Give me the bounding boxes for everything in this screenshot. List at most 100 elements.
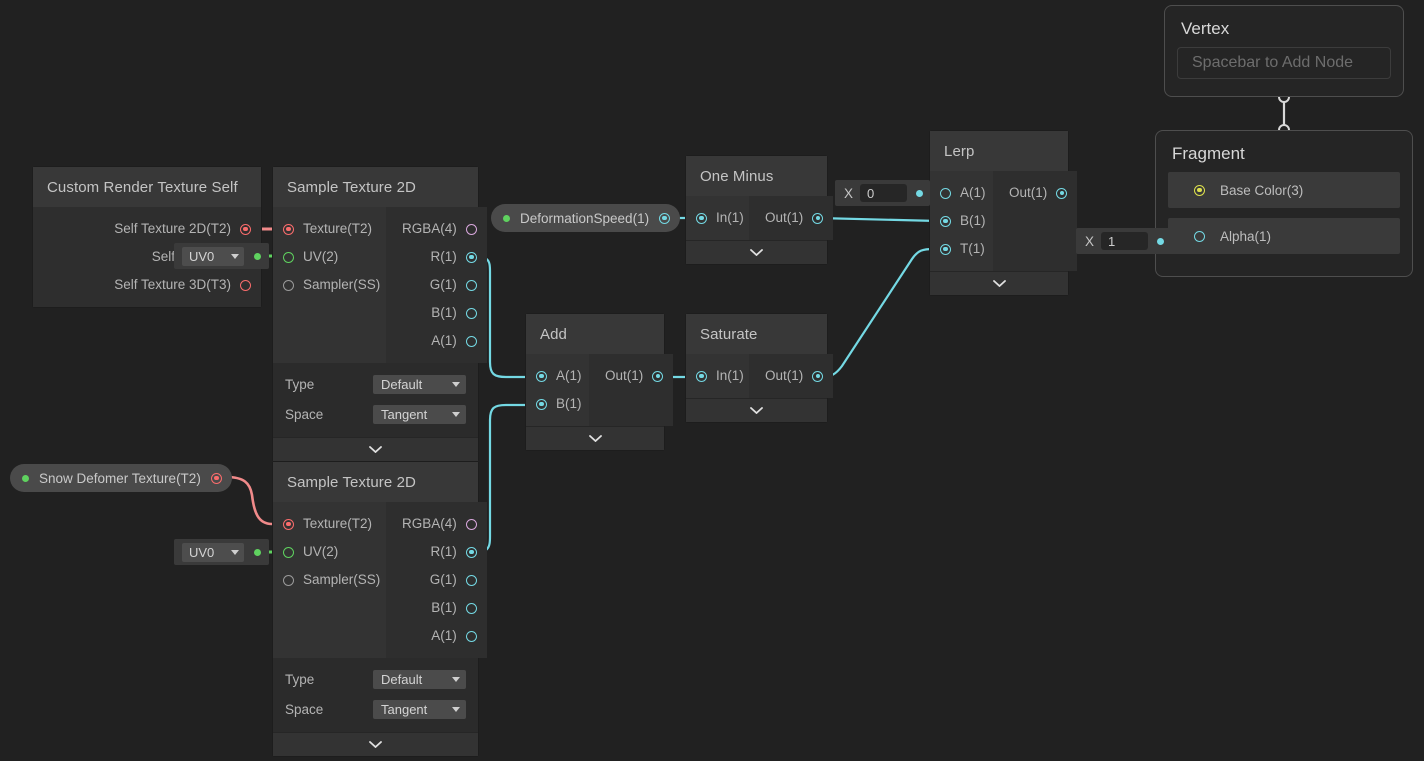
port-texture-in[interactable] — [283, 518, 294, 530]
port-a-out[interactable] — [465, 335, 477, 347]
port-g-out[interactable] — [465, 279, 477, 291]
output-b[interactable]: B(1) — [415, 299, 487, 327]
port-a-in[interactable] — [940, 187, 951, 199]
port-in[interactable] — [696, 212, 707, 224]
output-g[interactable]: G(1) — [414, 271, 487, 299]
port-texture-out[interactable] — [240, 223, 251, 235]
master-stack-fragment[interactable]: Fragment Base Color(3) Alpha(1) — [1155, 130, 1413, 277]
input-texture[interactable]: Texture(T2) — [273, 510, 386, 538]
uv-dropdown[interactable]: UV0 — [182, 246, 244, 266]
output-out[interactable]: Out(1) — [749, 204, 833, 232]
float-out-dot[interactable] — [1157, 237, 1165, 245]
output-out[interactable]: Out(1) — [749, 362, 833, 390]
uv-out-dot[interactable] — [254, 252, 261, 260]
node-sample-texture-2d-top[interactable]: Sample Texture 2D Texture(T2) UV(2) Samp… — [273, 167, 487, 461]
port-out[interactable] — [812, 212, 824, 224]
input-texture[interactable]: Texture(T2) — [273, 215, 386, 243]
input-b[interactable]: B(1) — [526, 390, 589, 418]
input-in[interactable]: In(1) — [686, 362, 749, 390]
float-input[interactable]: 0 — [860, 184, 908, 202]
property-deformation-speed[interactable]: DeformationSpeed(1) — [491, 204, 681, 232]
port-sampler-in[interactable] — [283, 279, 294, 291]
float-out-dot[interactable] — [916, 189, 924, 197]
port-uv-in[interactable] — [283, 546, 294, 558]
output-a[interactable]: A(1) — [415, 622, 487, 650]
port-out[interactable] — [1056, 187, 1068, 199]
port-b-out[interactable] — [465, 307, 477, 319]
output-self-texture-3d[interactable]: Self Texture 3D(T3) — [98, 271, 261, 299]
uv-channel-bottom[interactable]: UV0 — [174, 539, 269, 565]
input-uv[interactable]: UV(2) — [273, 538, 386, 566]
node-one-minus[interactable]: One Minus In(1) Out(1) — [686, 156, 834, 264]
output-rgba[interactable]: RGBA(4) — [386, 510, 487, 538]
port-texture-in[interactable] — [283, 223, 294, 235]
master-stack-vertex[interactable]: Vertex Spacebar to Add Node — [1164, 5, 1404, 97]
space-dropdown[interactable]: Tangent — [373, 699, 466, 719]
input-in[interactable]: In(1) — [686, 204, 749, 232]
alpha-value[interactable]: X 1 — [1076, 228, 1172, 254]
input-b[interactable]: B(1) — [930, 207, 993, 235]
port-uv-in[interactable] — [283, 251, 294, 263]
port-float-out[interactable] — [659, 212, 671, 224]
port-b-in[interactable] — [536, 398, 547, 410]
setting-type[interactable]: Type Default — [285, 369, 466, 399]
port-rgba-out[interactable] — [465, 518, 477, 530]
input-sampler[interactable]: Sampler(SS) — [273, 271, 386, 299]
space-dropdown[interactable]: Tangent — [373, 404, 466, 424]
setting-space[interactable]: Space Tangent — [285, 399, 466, 429]
type-dropdown[interactable]: Default — [373, 374, 466, 394]
collapse-toggle[interactable] — [686, 398, 827, 422]
port-out[interactable] — [812, 370, 824, 382]
port-out[interactable] — [652, 370, 664, 382]
port-in[interactable] — [696, 370, 707, 382]
port-texture3d-out[interactable] — [240, 279, 251, 291]
port-b-out[interactable] — [465, 602, 477, 614]
output-r[interactable]: R(1) — [415, 538, 487, 566]
node-sample-texture-2d-bottom[interactable]: Sample Texture 2D Texture(T2) UV(2) Samp… — [273, 462, 487, 756]
node-add[interactable]: Add A(1) B(1) Out(1) — [526, 314, 674, 450]
add-node-hint[interactable]: Spacebar to Add Node — [1177, 47, 1391, 79]
port-texture-out[interactable] — [210, 472, 222, 484]
port-a-out[interactable] — [465, 630, 477, 642]
collapse-toggle[interactable] — [273, 732, 478, 756]
output-rgba[interactable]: RGBA(4) — [386, 215, 487, 243]
setting-space[interactable]: Space Tangent — [285, 694, 466, 724]
collapse-toggle[interactable] — [526, 426, 664, 450]
collapse-toggle[interactable] — [930, 271, 1068, 295]
output-out[interactable]: Out(1) — [993, 179, 1077, 207]
output-r[interactable]: R(1) — [415, 243, 487, 271]
port-r-out[interactable] — [465, 251, 477, 263]
input-sampler[interactable]: Sampler(SS) — [273, 566, 386, 594]
port-r-out[interactable] — [465, 546, 477, 558]
node-lerp[interactable]: Lerp A(1) B(1) T(1) Out(1) — [930, 131, 1078, 295]
port-a-in[interactable] — [536, 370, 547, 382]
collapse-toggle[interactable] — [273, 437, 478, 461]
lerp-a-value[interactable]: X 0 — [835, 180, 931, 206]
port-rgba-out[interactable] — [465, 223, 477, 235]
node-custom-render-texture-self[interactable]: Custom Render Texture Self Self Texture … — [33, 167, 261, 307]
uv-out-dot[interactable] — [254, 548, 261, 556]
port-t-in[interactable] — [940, 243, 951, 255]
output-g[interactable]: G(1) — [414, 566, 487, 594]
output-self-texture-2d[interactable]: Self Texture 2D(T2) — [98, 215, 261, 243]
output-b[interactable]: B(1) — [415, 594, 487, 622]
output-out[interactable]: Out(1) — [589, 362, 673, 390]
input-a[interactable]: A(1) — [526, 362, 589, 390]
type-dropdown[interactable]: Default — [373, 669, 466, 689]
port-b-in[interactable] — [940, 215, 951, 227]
node-saturate[interactable]: Saturate In(1) Out(1) — [686, 314, 834, 422]
setting-type[interactable]: Type Default — [285, 664, 466, 694]
port-base-color-in[interactable] — [1194, 184, 1205, 196]
collapse-toggle[interactable] — [686, 240, 827, 264]
uv-channel-top[interactable]: UV0 — [174, 243, 269, 269]
port-sampler-in[interactable] — [283, 574, 294, 586]
input-a[interactable]: A(1) — [930, 179, 993, 207]
block-alpha[interactable]: Alpha(1) — [1168, 218, 1400, 254]
block-base-color[interactable]: Base Color(3) — [1168, 172, 1400, 208]
port-alpha-in[interactable] — [1194, 230, 1205, 242]
input-t[interactable]: T(1) — [930, 235, 993, 263]
float-input[interactable]: 1 — [1101, 232, 1149, 250]
output-a[interactable]: A(1) — [415, 327, 487, 355]
property-snow-deformer-texture[interactable]: Snow Defomer Texture(T2) — [10, 464, 232, 492]
